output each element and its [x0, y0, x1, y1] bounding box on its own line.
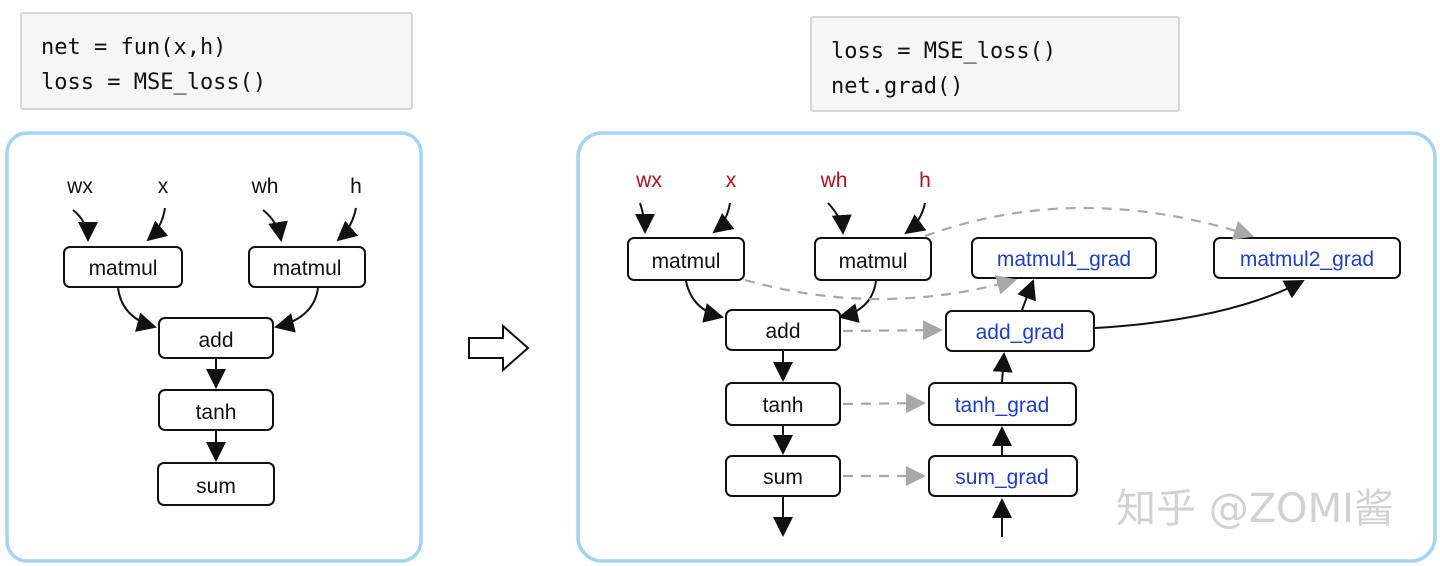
input-label-x: x — [158, 175, 169, 198]
edge — [336, 207, 359, 242]
code-line: net = fun(x,h) — [41, 35, 227, 60]
dashed-edge — [924, 206, 1254, 240]
edge — [1094, 280, 1305, 329]
node-matmul-1 — [627, 237, 745, 281]
node-sum — [725, 455, 841, 497]
node-label: add_grad — [976, 321, 1065, 344]
node-label: tanh — [196, 401, 237, 424]
node-tanh — [158, 389, 274, 431]
node-tanh — [725, 382, 841, 426]
edge — [712, 202, 735, 234]
node-label: add — [765, 320, 800, 343]
node-sum — [157, 462, 275, 506]
transform-arrow-icon — [468, 323, 530, 373]
edge — [838, 280, 877, 323]
node-label: tanh_grad — [955, 394, 1050, 417]
node-label: matmul2_grad — [1240, 248, 1374, 271]
input-label-wh: wh — [251, 175, 279, 198]
edge — [72, 209, 98, 242]
edge — [274, 287, 319, 333]
dashed-edge — [842, 393, 926, 414]
node-tanh-grad — [928, 382, 1077, 426]
edge — [827, 202, 852, 235]
watermark: 知乎 @ZOMI酱 — [1116, 486, 1394, 532]
node-add-grad — [945, 310, 1095, 352]
node-label: sum — [763, 466, 803, 489]
node-sum-grad — [928, 455, 1078, 497]
node-matmul-2 — [248, 246, 366, 288]
node-label: sum_grad — [955, 466, 1048, 489]
node-matmul-2 — [814, 237, 932, 281]
edge — [146, 207, 169, 242]
input-label-wh: wh — [820, 169, 848, 192]
input-label-h: h — [350, 175, 362, 198]
node-label: tanh — [763, 394, 804, 417]
node-label: matmul — [89, 257, 158, 280]
node-add — [725, 309, 841, 351]
edge — [685, 280, 724, 323]
node-label: matmul1_grad — [997, 248, 1131, 271]
node-label: add — [198, 329, 233, 352]
edge — [992, 352, 1013, 383]
node-matmul1-grad — [971, 237, 1157, 279]
edge — [1017, 279, 1036, 311]
dashed-edge — [744, 275, 1017, 301]
edge — [904, 202, 927, 235]
node-label: matmul — [839, 250, 908, 273]
input-label-wx: wx — [635, 169, 662, 192]
node-label: sum — [196, 475, 236, 498]
edge — [262, 209, 288, 242]
code-line: loss = MSE_loss() — [41, 70, 267, 95]
edge — [117, 287, 157, 332]
input-label-x: x — [726, 169, 737, 192]
node-label: matmul — [273, 257, 342, 280]
node-matmul-1 — [63, 246, 183, 288]
code-block-forward: net = fun(x,h) loss = MSE_loss() — [20, 12, 413, 110]
node-add — [158, 317, 274, 359]
code-block-backward: loss = MSE_loss() net.grad() — [810, 16, 1180, 112]
dashed-edge — [842, 320, 943, 341]
input-label-wx: wx — [66, 175, 93, 198]
code-line: net.grad() — [831, 74, 964, 99]
code-line: loss = MSE_loss() — [831, 39, 1057, 64]
edge — [634, 202, 655, 234]
node-matmul2-grad — [1213, 237, 1401, 279]
node-label: matmul — [652, 250, 721, 273]
input-label-h: h — [919, 169, 931, 192]
